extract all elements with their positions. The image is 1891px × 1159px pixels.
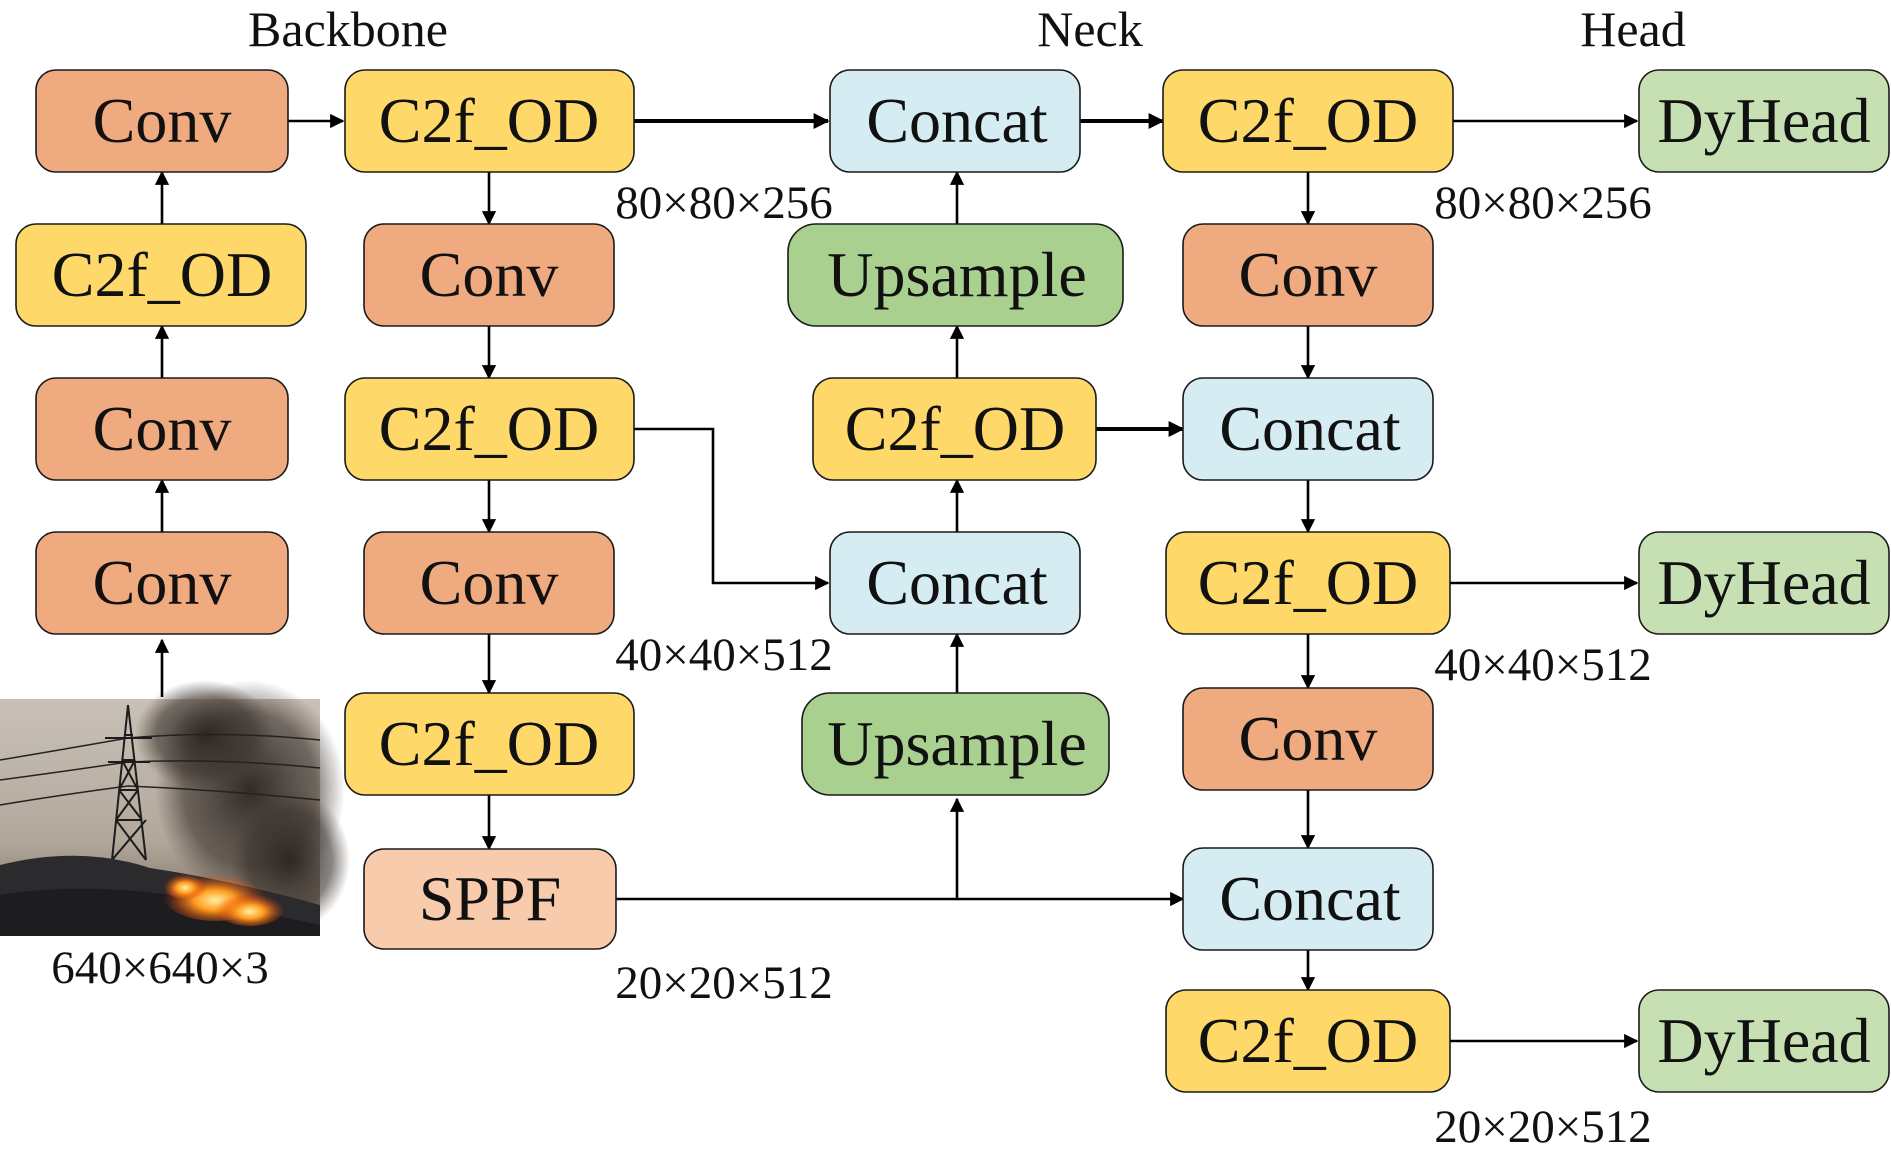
node-dyhead-3: DyHead [1638, 989, 1890, 1093]
node-neck-concat-mid: Concat [829, 531, 1081, 635]
node-backbone-conv-2: Conv [35, 377, 289, 481]
node-label: Concat [866, 85, 1048, 156]
node-head-c2f-3: C2f_OD [1165, 989, 1451, 1093]
node-backbone-conv-1: Conv [35, 531, 289, 635]
node-neck-upsample-bottom: Upsample [801, 692, 1110, 796]
dim-label-backbone-p4: 40×40×512 [615, 629, 833, 681]
dim-label-head-p4: 40×40×512 [1434, 639, 1652, 691]
section-title-head: Head [1580, 1, 1686, 57]
node-label: Concat [866, 547, 1048, 618]
node-label: Concat [1219, 393, 1401, 464]
node-head-concat-1: Concat [1182, 377, 1434, 481]
node-label: DyHead [1657, 1005, 1870, 1076]
node-label: Concat [1219, 863, 1401, 934]
input-image [0, 680, 350, 936]
node-label: Conv [420, 239, 559, 310]
node-label: DyHead [1657, 85, 1870, 156]
section-title-neck: Neck [1037, 1, 1143, 57]
node-label: Conv [420, 547, 559, 618]
dim-label-head-p5: 20×20×512 [1434, 1101, 1652, 1153]
node-backbone-conv-4: Conv [363, 223, 615, 327]
node-backbone-c2f-2: C2f_OD [344, 69, 635, 173]
section-title-backbone: Backbone [248, 1, 448, 57]
node-neck-c2f-mid: C2f_OD [812, 377, 1097, 481]
node-label: DyHead [1657, 547, 1870, 618]
node-head-c2f-2: C2f_OD [1165, 531, 1451, 635]
node-backbone-conv-5: Conv [363, 531, 615, 635]
node-backbone-c2f-3: C2f_OD [344, 377, 635, 481]
node-label: C2f_OD [1198, 547, 1418, 618]
node-head-conv-2: Conv [1182, 687, 1434, 791]
node-label: C2f_OD [845, 393, 1065, 464]
node-label: Conv [1239, 239, 1378, 310]
node-dyhead-2: DyHead [1638, 531, 1890, 635]
node-neck-concat-top: Concat [829, 69, 1081, 173]
node-label: Conv [93, 547, 232, 618]
node-head-concat-2: Concat [1182, 847, 1434, 951]
edge-sppf-to-upsample-bottom [616, 797, 965, 901]
node-label: C2f_OD [1198, 85, 1418, 156]
node-neck-upsample-top: Upsample [787, 223, 1124, 327]
node-head-c2f-1: C2f_OD [1162, 69, 1454, 173]
node-label: Upsample [827, 239, 1087, 310]
node-label: SPPF [419, 863, 561, 934]
node-backbone-conv-3: Conv [35, 69, 289, 173]
dim-label-head-p3: 80×80×256 [1434, 177, 1652, 229]
node-label: Upsample [827, 708, 1087, 779]
edges [154, 113, 1639, 1049]
node-label: C2f_OD [379, 85, 599, 156]
node-label: Conv [93, 393, 232, 464]
node-label: C2f_OD [379, 708, 599, 779]
dim-label-backbone-p5: 20×20×512 [615, 957, 833, 1009]
node-label: C2f_OD [1198, 1005, 1418, 1076]
dim-label-backbone-p3: 80×80×256 [615, 177, 833, 229]
node-backbone-c2f-1: C2f_OD [15, 223, 307, 327]
node-label: C2f_OD [52, 239, 272, 310]
node-label: C2f_OD [379, 393, 599, 464]
node-head-conv-1: Conv [1182, 223, 1434, 327]
node-label: Conv [1239, 703, 1378, 774]
edge-c2f3-to-neck-concat-mid [634, 427, 830, 591]
node-dyhead-1: DyHead [1638, 69, 1890, 173]
node-label: Conv [93, 85, 232, 156]
dim-label-input: 640×640×3 [51, 942, 269, 994]
node-backbone-c2f-4: C2f_OD [344, 692, 635, 796]
node-backbone-sppf: SPPF [363, 848, 617, 950]
